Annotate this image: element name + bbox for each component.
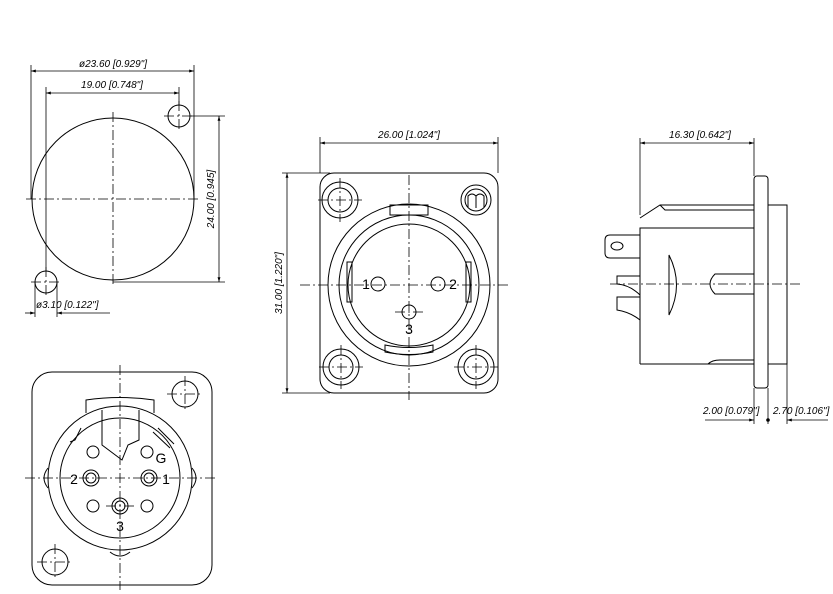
front-view: 1 2 3 26.00 [1.024"] 31.00 [1.220"] bbox=[274, 130, 510, 400]
dim-front-width: 26.00 [1.024"] bbox=[377, 130, 440, 141]
rear-plate bbox=[31, 371, 213, 586]
side-front-lip bbox=[767, 204, 788, 365]
front-mounting-holes bbox=[318, 178, 498, 389]
dim-flange-thickness: 2.00 [0.079"] bbox=[702, 406, 760, 417]
rear-pin-label-2: 2 bbox=[70, 471, 78, 487]
solder-pins bbox=[616, 275, 641, 321]
rear-view: 2 1 3 G bbox=[25, 365, 215, 590]
side-view: 16.30 [0.642"] 2.00 [0.079"] 2.70 [0.106… bbox=[604, 130, 830, 424]
rear-pin-label-3: 3 bbox=[116, 518, 124, 534]
dim-hole-spacing: 19.00 [0.748"] bbox=[81, 80, 143, 91]
pin-label-1: 1 bbox=[362, 276, 370, 292]
pin-1 bbox=[370, 276, 386, 292]
pin-2 bbox=[430, 276, 446, 292]
brand-logo-icon bbox=[460, 184, 492, 216]
pin-label-2: 2 bbox=[449, 276, 457, 292]
dim-cutout-height: 24.00 [0.945] bbox=[206, 170, 217, 230]
dim-cutout-diameter: ø23.60 [0.929"] bbox=[79, 59, 147, 70]
dim-hole-diameter: ø3.10 [0.122"] bbox=[36, 300, 99, 311]
side-flange bbox=[753, 175, 769, 389]
ground-label: G bbox=[156, 450, 167, 466]
solder-tab bbox=[604, 234, 640, 259]
dim-front-lip: 2.70 [0.106"] bbox=[772, 406, 830, 417]
cutout-view: ø23.60 [0.929"] 19.00 [0.748"] 24.00 [0.… bbox=[25, 59, 225, 317]
side-body bbox=[639, 204, 754, 365]
dim-side-depth: 16.30 [0.642"] bbox=[669, 130, 731, 141]
pin-label-3: 3 bbox=[405, 321, 413, 337]
dim-front-height: 31.00 [1.220"] bbox=[274, 252, 285, 314]
rear-pin-label-1: 1 bbox=[162, 471, 170, 487]
